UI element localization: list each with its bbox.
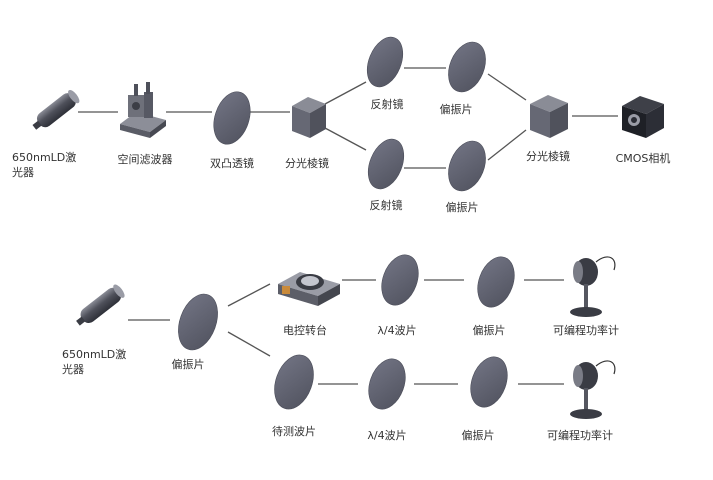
label-quarter-wave-lower: λ/4波片 [367,429,407,442]
label-laser-bottom-line1: 650nmLD激 [62,348,127,361]
label-laser-bottom-line2: 光器 [62,363,84,376]
rotation-stage [278,272,340,306]
label-polarizer-lower-bottom: 偏振片 [461,429,495,442]
laser-bottom [76,284,125,326]
label-biconvex-lens: 双凸透镜 [210,157,254,170]
label-laser-top-line1: 650nmLD激 [12,151,77,164]
beam-polarizer-to-sample [227,331,271,357]
polarizer-input-bottom [178,293,218,351]
cmos-camera [622,96,664,138]
spatial-filter [120,82,166,138]
label-cmos-camera: CMOS相机 [615,152,671,165]
power-meter-lower [570,360,616,419]
label-laser-top-line2: 光器 [12,166,34,179]
beam-splitter-to-lower-mirror [324,127,367,151]
quarter-wave-plate-upper [381,254,419,306]
label-sample-waveplate: 待测波片 [272,425,316,438]
label-spatial-filter: 空间滤波器 [117,153,173,166]
label-power-meter-upper: 可编程功率计 [553,324,619,337]
sample-waveplate [274,354,314,410]
label-rotation-stage: 电控转台 [283,324,327,337]
label-mirror-lower: 反射镜 [369,199,403,212]
beam-upper-polarizer-to-splitter [487,73,527,101]
beam-splitter-to-upper-mirror [324,81,367,105]
biconvex-lens [213,91,251,145]
label-polarizer-lower: 偏振片 [445,201,479,214]
beam-polarizer-to-stage [227,283,271,307]
beam-splitter-in [292,97,326,138]
label-mirror-upper: 反射镜 [370,98,404,111]
label-quarter-wave-upper: λ/4波片 [377,324,417,337]
mirror-upper [366,36,404,88]
label-power-meter-lower: 可编程功率计 [547,429,613,442]
polarizer-upper-bottom [477,256,515,308]
polarizer-lower-top [448,140,486,192]
polarizer-upper-top [448,41,486,93]
label-polarizer-upper: 偏振片 [439,103,473,116]
top-beam-lines [78,67,618,169]
beam-splitter-out [530,95,568,138]
laser-top [32,89,80,130]
polarizer-lower-bottom [470,356,508,408]
mirror-lower [367,138,405,190]
label-polarizer-input: 偏振片 [171,358,205,371]
beam-lower-polarizer-to-splitter [487,129,527,161]
label-beam-splitter-in: 分光棱镜 [285,157,329,170]
label-beam-splitter-out: 分光棱镜 [526,150,570,163]
power-meter-upper [570,256,616,317]
bottom-beam-lines [128,279,564,385]
quarter-wave-plate-lower [368,358,406,410]
label-polarizer-upper-bottom: 偏振片 [472,324,506,337]
